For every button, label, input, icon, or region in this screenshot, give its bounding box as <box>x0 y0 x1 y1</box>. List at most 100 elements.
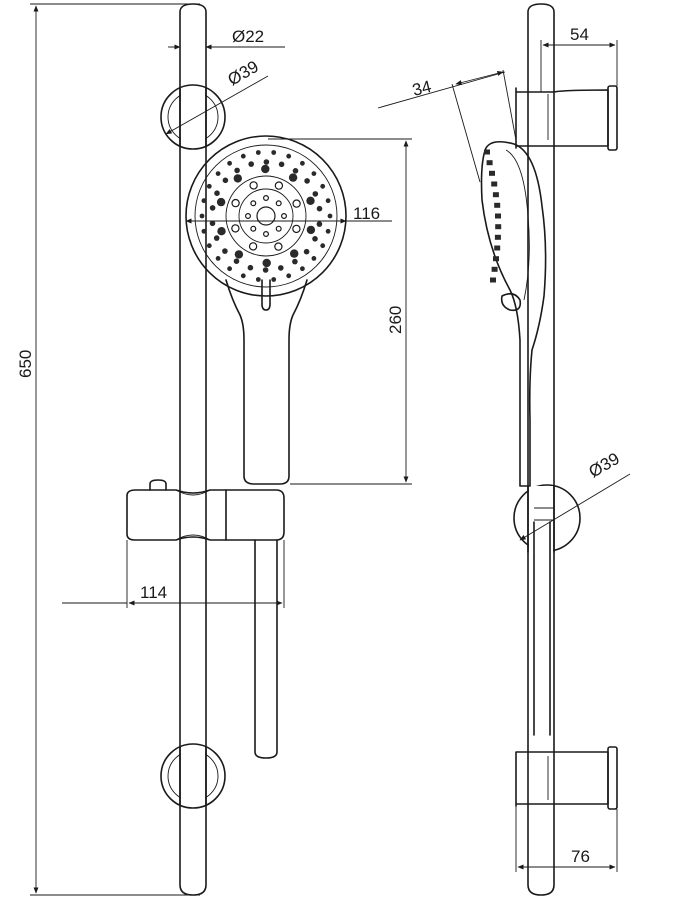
dimension-handle-length: 260 <box>268 138 412 485</box>
label-wall-distance-bottom: 76 <box>571 847 590 866</box>
profile-nozzle <box>492 192 499 198</box>
nozzle <box>292 199 301 208</box>
nozzle <box>263 231 270 238</box>
nozzle <box>245 213 252 220</box>
nozzle <box>216 197 226 207</box>
side-rod <box>527 3 555 896</box>
profile-nozzle <box>490 277 496 283</box>
dimension-head-offset: 34 <box>377 69 517 183</box>
nozzle <box>316 205 323 212</box>
side-hose <box>533 521 551 736</box>
nozzle <box>233 174 242 183</box>
nozzle <box>278 161 285 168</box>
nozzle <box>300 266 305 272</box>
nozzle <box>300 160 305 166</box>
nozzle <box>199 213 205 219</box>
nozzle <box>262 258 271 268</box>
nozzle <box>278 265 284 271</box>
nozzle <box>213 235 220 241</box>
dimension-slider-depth: 114 <box>62 540 285 608</box>
spray-nozzles <box>199 150 333 282</box>
profile-nozzle <box>489 170 495 176</box>
nozzle <box>262 267 269 273</box>
label-head-diameter: 116 <box>353 204 380 223</box>
profile-nozzle <box>486 160 493 166</box>
nozzle <box>227 160 233 166</box>
profile-nozzle <box>494 202 501 208</box>
dimension-wall-distance-bottom: 76 <box>515 806 618 872</box>
nozzle <box>292 258 298 265</box>
nozzle <box>215 256 221 261</box>
nozzle <box>320 183 326 189</box>
dimension-rod-diameter: Ø22 <box>168 27 285 50</box>
profile-nozzle <box>494 245 501 251</box>
nozzle <box>250 200 257 207</box>
front-view: 650 Ø22 <box>16 3 412 896</box>
nozzle <box>325 198 331 204</box>
nozzle <box>312 236 318 242</box>
nozzle <box>214 190 220 196</box>
nozzle <box>263 195 270 202</box>
dimension-head-diameter: 116 <box>185 204 392 224</box>
nozzle <box>292 224 301 234</box>
label-bracket-diameter-top: Ø39 <box>225 57 262 90</box>
slide-rail-rod <box>179 3 207 896</box>
nozzle <box>233 258 240 265</box>
nozzle <box>234 167 240 174</box>
label-height-total: 650 <box>16 350 35 378</box>
nozzle <box>286 153 292 159</box>
nozzle <box>312 191 319 197</box>
nozzle <box>274 242 283 251</box>
label-bracket-diameter-side: Ø39 <box>586 449 623 482</box>
nozzle <box>288 173 298 182</box>
nozzle <box>311 256 317 261</box>
nozzle <box>316 221 323 227</box>
label-head-offset: 34 <box>410 77 433 100</box>
nozzle <box>255 150 261 155</box>
profile-nozzle <box>493 256 499 262</box>
nozzle <box>271 277 277 282</box>
nozzle <box>240 273 246 279</box>
label-wall-distance-top: 54 <box>570 25 589 44</box>
dimension-wall-distance-top: 54 <box>540 25 618 92</box>
nozzle <box>206 183 212 189</box>
nozzle <box>263 159 270 165</box>
nozzle <box>250 225 257 232</box>
hand-shower-profile <box>480 140 547 487</box>
top-wall-bracket <box>160 84 226 150</box>
hand-shower-head-front <box>185 135 347 311</box>
nozzle <box>248 161 254 167</box>
profile-nozzles <box>484 149 502 283</box>
side-view: 34 54 Ø39 76 <box>377 3 631 896</box>
label-handle-length: 260 <box>386 306 405 334</box>
nozzle <box>320 243 326 249</box>
nozzle <box>290 249 299 258</box>
dimension-height-total: 650 <box>16 3 200 896</box>
label-rod-diameter: Ø22 <box>232 27 264 46</box>
nozzle <box>206 243 212 249</box>
nozzle <box>311 171 317 177</box>
nozzle <box>231 224 240 233</box>
bottom-wall-bracket <box>160 743 226 809</box>
nozzle <box>222 248 228 254</box>
nozzle <box>215 171 221 177</box>
nozzle <box>327 213 333 219</box>
nozzle <box>325 228 331 234</box>
nozzle <box>209 205 216 211</box>
nozzle <box>231 198 240 208</box>
profile-nozzle <box>495 224 502 230</box>
nozzle <box>234 250 244 259</box>
nozzle <box>240 153 246 159</box>
nozzle <box>217 227 226 236</box>
nozzle <box>201 228 207 234</box>
side-top-bracket <box>515 85 618 151</box>
nozzle <box>281 213 288 220</box>
shower-hose <box>254 539 278 759</box>
profile-nozzle <box>484 149 490 155</box>
side-slider-holder <box>513 484 581 553</box>
nozzle <box>275 200 282 207</box>
nozzle <box>248 242 258 251</box>
nozzle <box>286 273 292 279</box>
nozzle <box>304 178 310 184</box>
